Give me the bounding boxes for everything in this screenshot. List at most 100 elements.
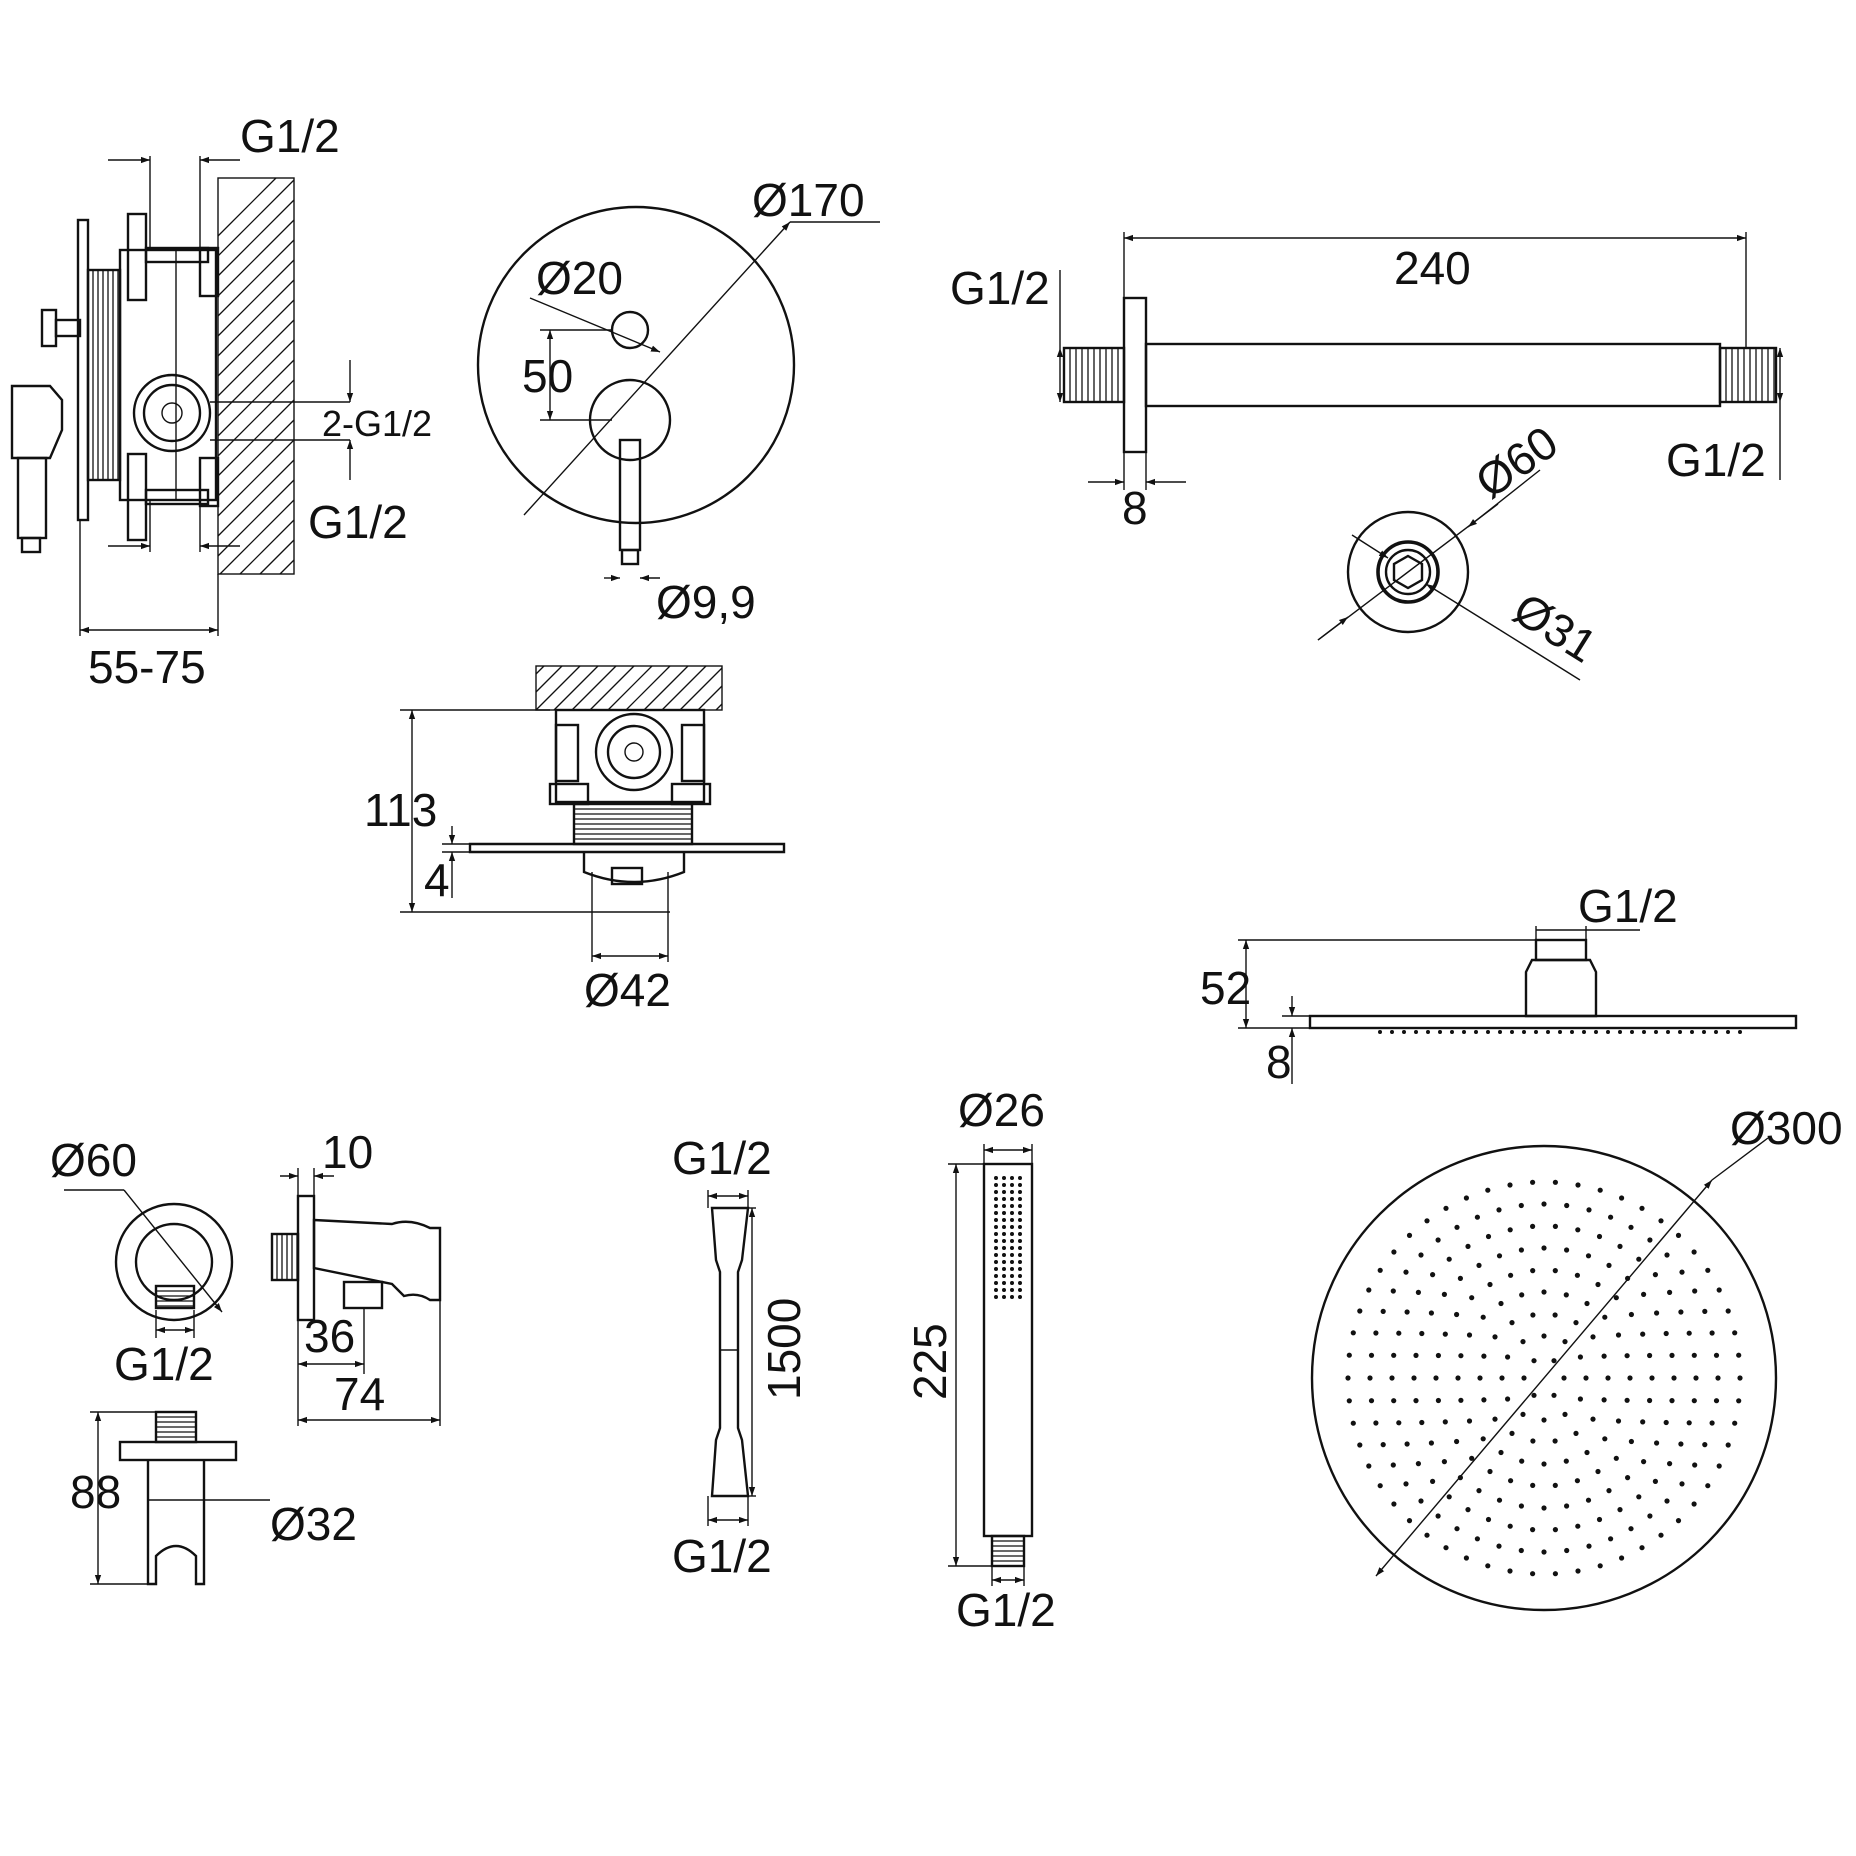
nozzle-dot [994, 1267, 998, 1271]
nozzle-dot [1002, 1239, 1006, 1243]
nozzle-dot [1546, 1030, 1550, 1034]
hatch-line [217, 339, 295, 417]
nozzle-dot [1584, 1449, 1590, 1456]
outlet-g-front-label: G1/2 [114, 1338, 214, 1390]
nozzle-dot [1716, 1463, 1722, 1469]
nozzle-dot [1628, 1438, 1634, 1445]
nozzle-dot [1692, 1288, 1698, 1294]
nozzle-dot [1617, 1507, 1623, 1513]
nozzle-dot [1628, 1526, 1634, 1532]
nozzle-dot [1606, 1262, 1612, 1268]
nozzle-dot [1466, 1332, 1473, 1338]
nozzle-dot [1396, 1330, 1402, 1336]
nozzle-dot [1509, 1320, 1515, 1326]
holder-height-label: 88 [70, 1466, 121, 1518]
nozzle-dot [1541, 1417, 1547, 1423]
nozzle-dot [994, 1204, 998, 1208]
nozzle-dot [1702, 1442, 1708, 1448]
nozzle-dot [1647, 1352, 1653, 1359]
nozzle-dot [1702, 1308, 1708, 1314]
nozzle-dot [1585, 1497, 1592, 1503]
nozzle-dot [1530, 1268, 1536, 1274]
nozzle-dot [1669, 1352, 1675, 1358]
nozzle-dot [1597, 1187, 1603, 1193]
nozzle-dot [1518, 1503, 1524, 1509]
nozzle-dot [1736, 1398, 1742, 1404]
nozzle-dot [1541, 1289, 1547, 1295]
hatch-line [217, 379, 295, 457]
nozzle-dot [1018, 1260, 1022, 1264]
nozzle-dot [1541, 1333, 1547, 1339]
nozzle-dot [1675, 1518, 1682, 1524]
nozzle-dot [1442, 1419, 1448, 1425]
nozzle-dot [1530, 1179, 1536, 1185]
nozzle-dot [1406, 1232, 1413, 1238]
nozzle-dot [1652, 1272, 1658, 1278]
nozzle-dot [1418, 1252, 1424, 1258]
nozzle-dot [1625, 1475, 1631, 1481]
nozzle-dot [1509, 1430, 1515, 1436]
nozzle-dot [1455, 1375, 1461, 1381]
nozzle-dot [1368, 1398, 1375, 1404]
nozzle-dot [1010, 1295, 1014, 1299]
nozzle-dot [1002, 1190, 1006, 1194]
nozzle-dot [1552, 1268, 1558, 1274]
nozzle-dot [1345, 1375, 1351, 1381]
nozzle-dot [1442, 1331, 1448, 1337]
nozzle-dot [1454, 1526, 1460, 1532]
nozzle-dot [1552, 1571, 1558, 1577]
nozzle-dot [1018, 1225, 1022, 1229]
outlet-d36-label: 36 [304, 1310, 355, 1362]
nozzle-dot [1496, 1497, 1503, 1503]
hatch-line [217, 359, 295, 437]
nozzle-dot [1541, 1549, 1547, 1555]
nozzle-dot [1010, 1232, 1014, 1236]
nozzle-dot [994, 1176, 998, 1180]
head-side-g-label: G1/2 [1578, 880, 1678, 932]
nozzle-dot [1377, 1483, 1383, 1489]
nozzle-dot [1530, 1438, 1536, 1444]
nozzle-dot [1450, 1030, 1454, 1034]
nozzle-dot [1575, 1568, 1581, 1574]
nozzle-dot [1671, 1375, 1677, 1381]
nozzle-dot [1498, 1449, 1504, 1456]
nozzle-dot [1010, 1190, 1014, 1194]
nozzle-dot [1606, 1030, 1610, 1034]
wall-outlet-side-view: 10 36 74 [270, 1126, 442, 1426]
nozzle-dot [1678, 1441, 1684, 1447]
nozzle-dot [1466, 1418, 1473, 1424]
nozzle-dot [1481, 1397, 1487, 1403]
nozzle-dot [1564, 1503, 1570, 1509]
nozzle-dot [1443, 1545, 1449, 1551]
nozzle-dot [1462, 1030, 1466, 1034]
hatch-line [625, 665, 671, 711]
nozzle-dot [1428, 1440, 1434, 1446]
nozzle-dot [1002, 1211, 1006, 1215]
nozzle-dot [1667, 1461, 1673, 1467]
hatch-line [217, 179, 295, 257]
nozzle-dot [1492, 1416, 1498, 1422]
nozzle-dot [1481, 1353, 1487, 1359]
nozzle-dot [1496, 1253, 1503, 1259]
nozzle-dot [994, 1225, 998, 1229]
mixer-side-g-top-label: G1/2 [240, 110, 340, 162]
mixer-front-dia-plate-label: Ø170 [752, 174, 865, 226]
nozzle-dot [994, 1246, 998, 1250]
nozzle-dot [1424, 1532, 1430, 1538]
nozzle-dot [1010, 1253, 1014, 1257]
nozzle-dot [994, 1281, 998, 1285]
head-side-view: G1/2 52 8 [1200, 880, 1798, 1088]
nozzle-dot [1596, 1233, 1603, 1240]
nozzle-dot [1419, 1419, 1425, 1426]
nozzle-dot [1573, 1320, 1579, 1326]
hatch-line [217, 177, 277, 237]
nozzle-dot [1373, 1330, 1379, 1336]
nozzle-dot [1389, 1375, 1395, 1381]
nozzle-dot [1738, 1030, 1742, 1034]
nozzle-dot [1435, 1397, 1441, 1404]
nozzle-dot [1639, 1545, 1645, 1551]
nozzle-dot [1505, 1354, 1511, 1360]
hatch-line [535, 665, 563, 693]
nozzle-dot [1476, 1488, 1482, 1494]
nozzle-dot [1002, 1225, 1006, 1229]
